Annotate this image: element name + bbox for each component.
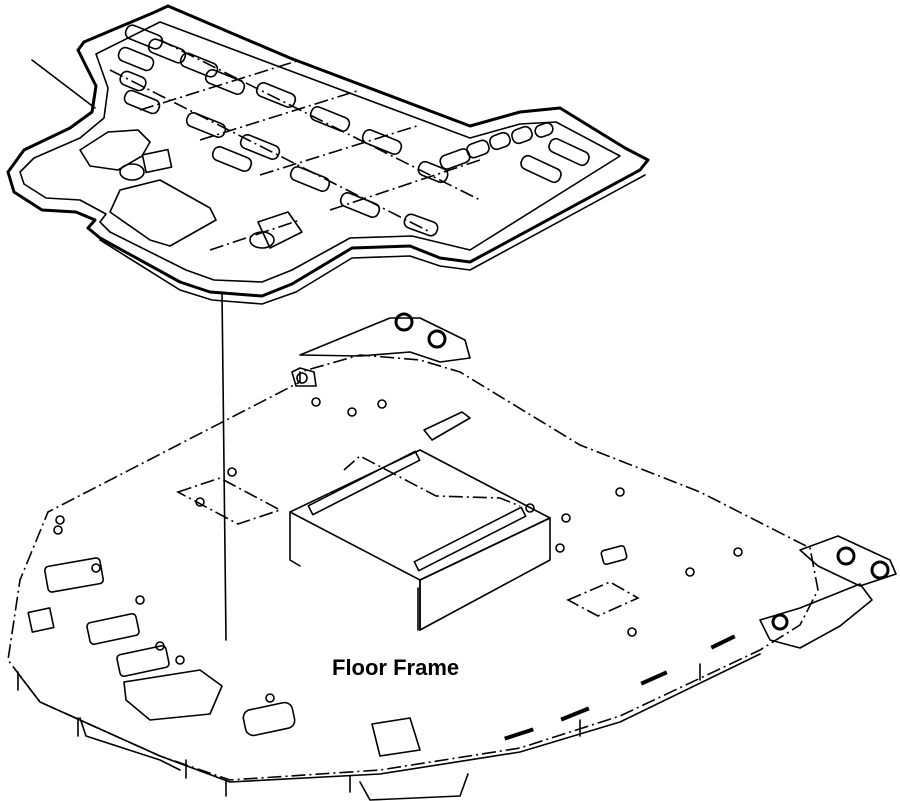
frame-outline [7,354,819,781]
mat-right-recess [257,211,303,249]
pedal-bracket [123,669,223,721]
mat-outline [6,4,650,298]
frame-pad-6 [371,717,421,757]
box-slot-2 [413,506,527,572]
left-bracket [291,367,317,387]
right-boss-2 [870,560,890,580]
mat-left-recess [79,129,151,171]
box-slot-1 [307,450,421,516]
bottom-tabs [17,587,701,797]
frame-rear-panel [299,317,471,363]
bottom-channel [359,773,469,801]
frame-pad-3 [86,612,140,646]
floor-frame-label: Floor Frame [332,655,460,680]
floor-mat [6,4,650,305]
center-box-top [289,449,551,581]
rear-boss-1 [394,312,414,332]
frame-opening-2 [566,581,640,617]
bottom-rail [19,653,761,783]
frame-holes [53,397,743,703]
mat-pedal-opening [109,179,217,247]
alignment-line [221,291,227,641]
left-channel [79,717,181,771]
mat-round-boss-2 [249,231,275,249]
mat-leader-line [31,59,96,109]
frame-pad-5 [242,701,296,737]
frame-pad-1 [44,557,104,593]
center-box-front [419,517,551,631]
mat-small-square [141,148,173,174]
bracket-hole [296,372,308,384]
edge-hatching [504,634,736,741]
right-rail-boss [771,613,789,631]
frame-pad-4 [116,644,170,678]
rear-boss-2 [427,329,447,349]
center-box-side [289,511,301,567]
mount-bracket [423,411,471,441]
mat-center-lines [109,39,481,251]
mat-round-boss-1 [119,163,145,181]
mat-slots [117,24,590,237]
frame-opening-1 [175,477,283,525]
frame-pad-2 [27,607,55,633]
right-rail [759,583,873,649]
frame-pad-7 [600,545,628,565]
floor-frame [7,312,897,801]
right-boss-1 [836,546,856,566]
mat-inner-rim [19,21,621,283]
right-mount-pad [799,535,897,587]
mat-front-edge [99,174,646,305]
box-flange [343,455,521,507]
